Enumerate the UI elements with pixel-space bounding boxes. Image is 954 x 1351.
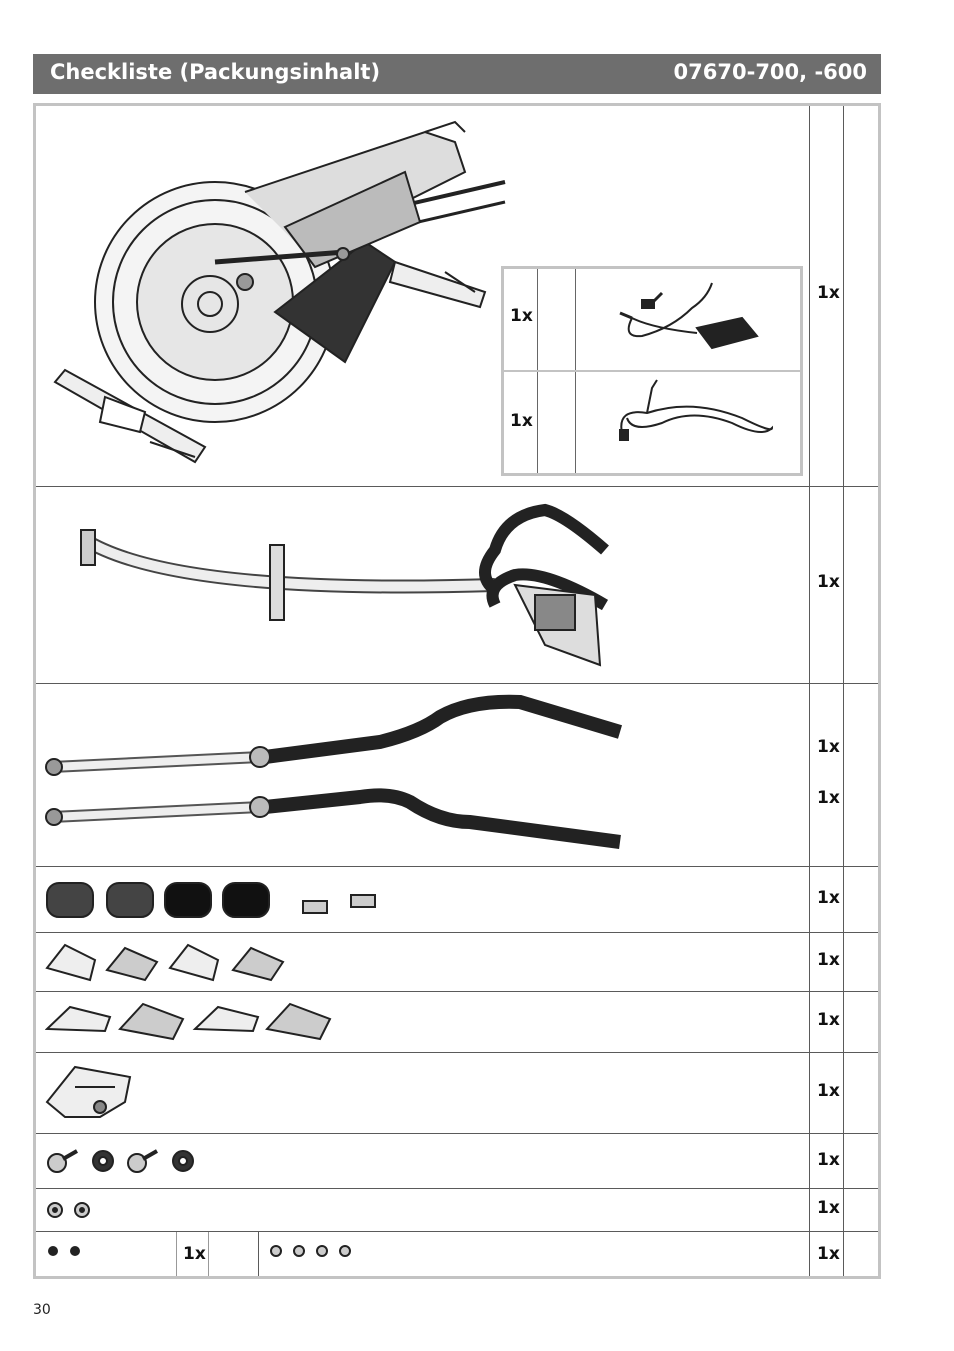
accessory-subtable [501, 266, 803, 476]
power-adapter-icon [619, 282, 759, 350]
row-separator [36, 932, 878, 933]
console-mast-illustration [80, 503, 609, 667]
bolts-illustration [47, 1149, 194, 1173]
page-number: 30 [33, 1302, 51, 1318]
row-5-qty: 1x [817, 950, 840, 970]
row-3-qty-a: 1x [817, 737, 840, 757]
row-separator [36, 486, 878, 487]
sub-qty-adapter: 1x [510, 306, 533, 326]
small-washers-illustration [270, 1245, 351, 1257]
checklist-table [33, 103, 881, 1279]
article-number: 07670-700, -600 [673, 60, 867, 84]
split-divider [258, 1232, 259, 1276]
qty-column-divider [809, 106, 810, 1276]
row-separator [36, 991, 878, 992]
main-frame-illustration [53, 120, 506, 464]
handle-arms-illustration [45, 694, 623, 849]
header-bar: Checkliste (Packungsinhalt) 07670-700, -… [33, 54, 881, 94]
row-7-qty: 1x [817, 1081, 840, 1101]
covers-a-illustration [45, 943, 285, 982]
row-separator [36, 1133, 878, 1134]
row-10-qty: 1x [817, 1244, 840, 1264]
row-separator [36, 1052, 878, 1053]
covers-b-illustration [45, 1002, 332, 1041]
row-8-qty: 1x [817, 1150, 840, 1170]
front-cover-illustration [45, 1065, 132, 1118]
row-9-qty: 1x [817, 1198, 840, 1218]
split-divider [208, 1232, 209, 1276]
row-separator [36, 1188, 878, 1189]
check-column-divider [843, 106, 844, 1276]
row-6-qty: 1x [817, 1010, 840, 1030]
small-nuts-illustration [48, 1246, 80, 1256]
row-4-qty: 1x [817, 888, 840, 908]
row-2-qty: 1x [817, 572, 840, 592]
row-separator [36, 683, 878, 684]
row-1-qty: 1x [817, 283, 840, 303]
page-title: Checkliste (Packungsinhalt) [50, 60, 381, 84]
sub-qty-cable: 1x [510, 411, 533, 431]
split-divider [176, 1232, 177, 1276]
washers-illustration [47, 1202, 90, 1218]
sub-separator [504, 370, 800, 372]
row-10-inner-qty: 1x [183, 1244, 206, 1264]
row-3-qty-b: 1x [817, 788, 840, 808]
row-separator [36, 1231, 878, 1232]
row-separator [36, 866, 878, 867]
end-caps-illustration [46, 882, 376, 918]
cable-icon [619, 379, 774, 441]
